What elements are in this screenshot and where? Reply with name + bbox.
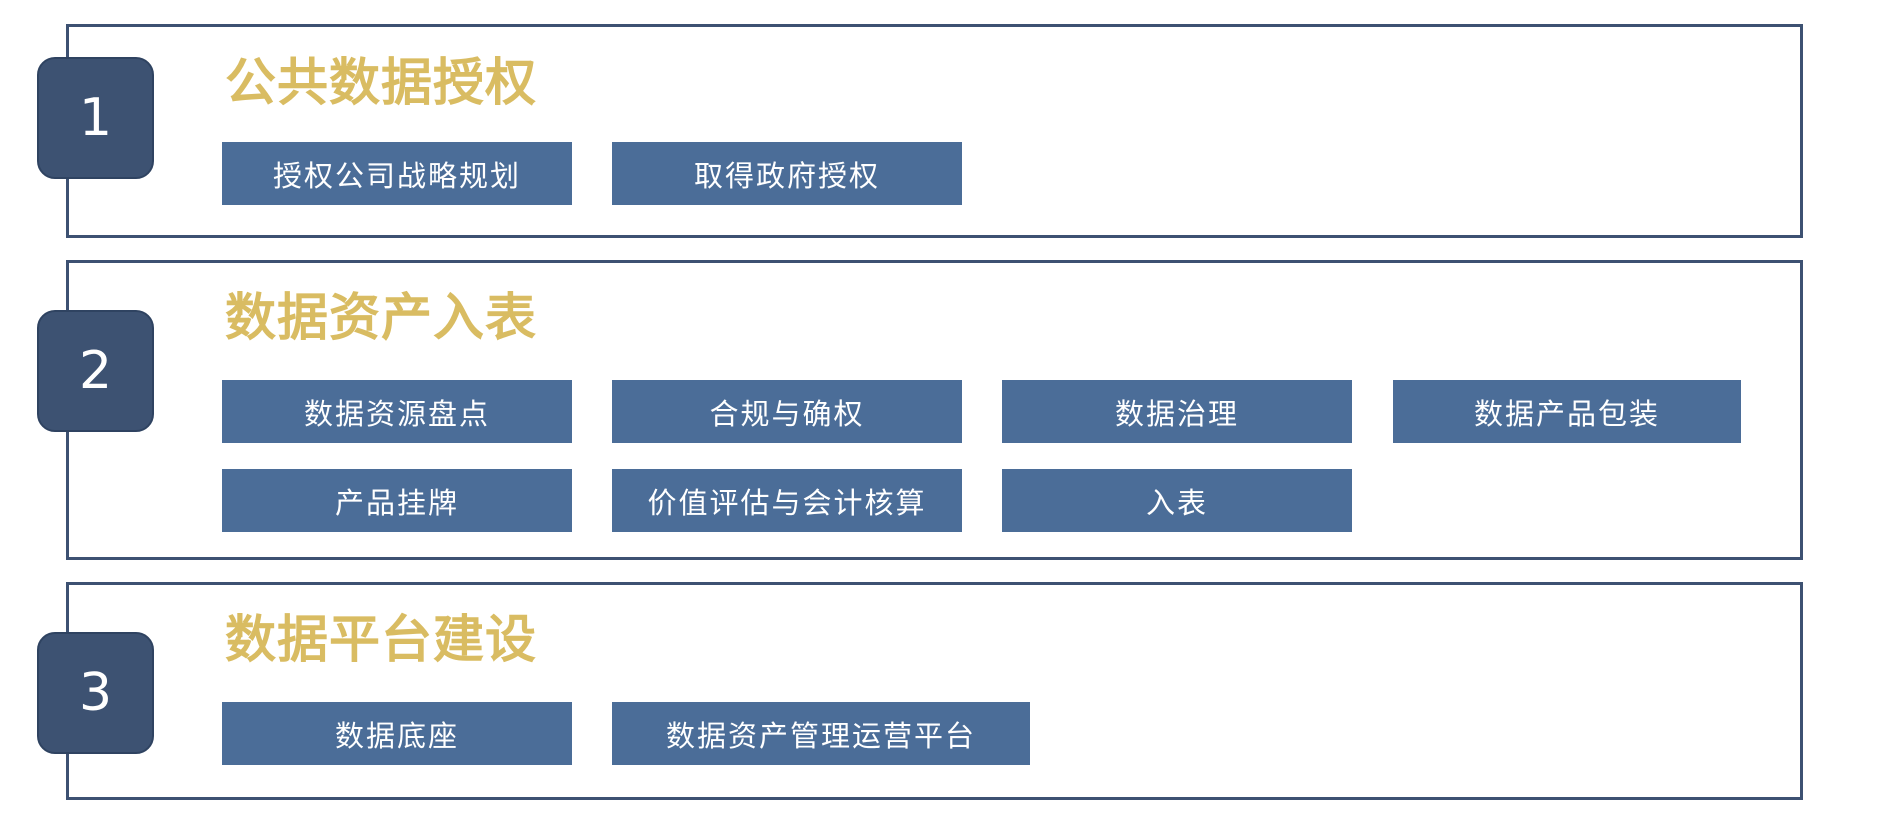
section-1-frame: 公共数据授权 授权公司战略规划 取得政府授权 (66, 24, 1803, 238)
section-1-number-badge: 1 (37, 57, 154, 179)
section-1-title: 公共数据授权 (225, 54, 538, 113)
section-1-item-1: 授权公司战略规划 (222, 142, 572, 205)
section-3-item-2: 数据资产管理运营平台 (612, 702, 1030, 765)
section-3-number-badge: 3 (37, 632, 154, 754)
section-2-item-7: 入表 (1002, 469, 1352, 532)
section-2-item-3: 数据治理 (1002, 380, 1352, 443)
section-2-title: 数据资产入表 (225, 289, 538, 348)
section-1-item-2: 取得政府授权 (612, 142, 962, 205)
section-3-item-1: 数据底座 (222, 702, 572, 765)
section-2-item-1: 数据资源盘点 (222, 380, 572, 443)
section-3-frame: 数据平台建设 数据底座 数据资产管理运营平台 (66, 582, 1803, 800)
section-3-title: 数据平台建设 (225, 611, 538, 670)
section-2-item-6: 价值评估与会计核算 (612, 469, 962, 532)
section-2-item-5: 产品挂牌 (222, 469, 572, 532)
section-2-frame: 数据资产入表 数据资源盘点 合规与确权 数据治理 数据产品包装 产品挂牌 价值评… (66, 260, 1803, 560)
section-2-item-4: 数据产品包装 (1393, 380, 1741, 443)
section-2-item-2: 合规与确权 (612, 380, 962, 443)
section-2-number-badge: 2 (37, 310, 154, 432)
